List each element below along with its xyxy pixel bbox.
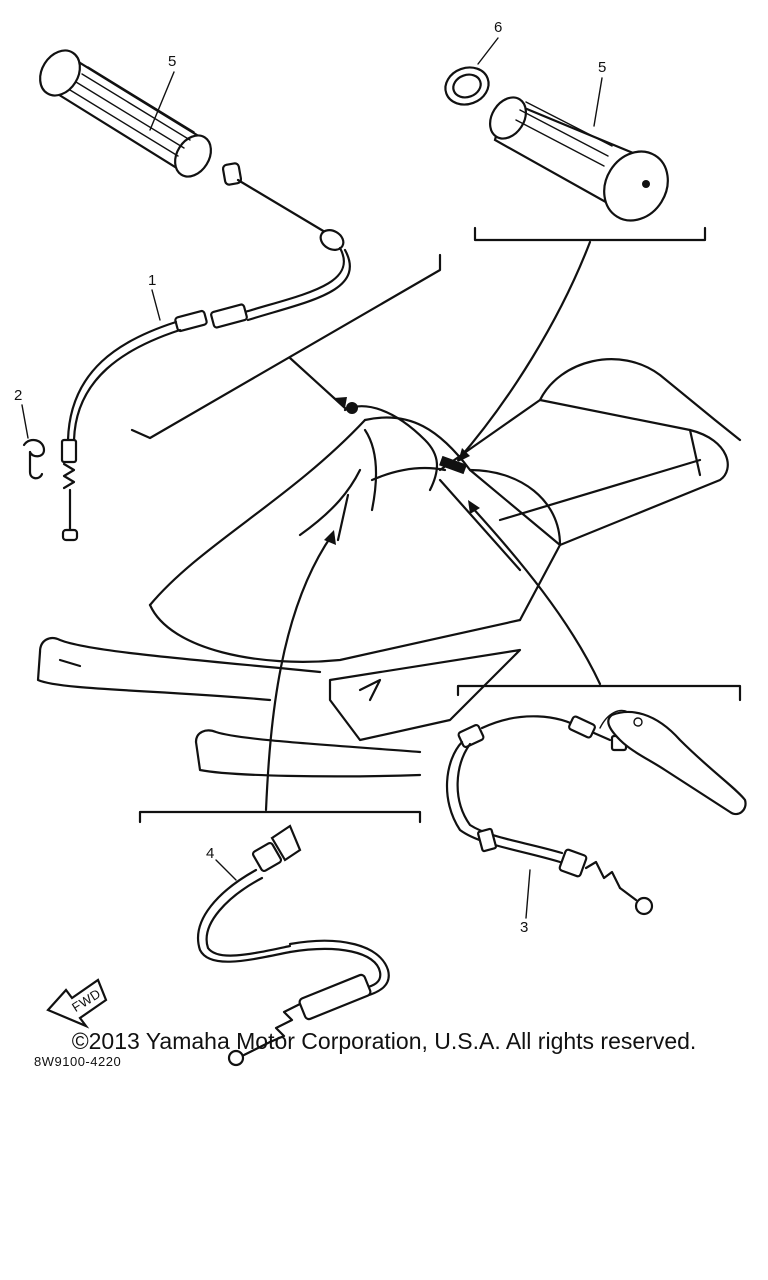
callout-labels: 5 6 5 1 2 4 3 xyxy=(14,19,606,936)
callout-part-5-right: 5 xyxy=(598,59,606,76)
left-inset-bracket xyxy=(130,253,442,440)
left-handlebar-grip[interactable] xyxy=(32,43,218,183)
cable-clip[interactable] xyxy=(22,438,46,480)
brake-inset-bracket xyxy=(456,500,742,702)
front-ski-left xyxy=(36,636,322,702)
callout-part-3: 3 xyxy=(520,919,528,936)
brake-cable[interactable] xyxy=(445,715,654,916)
choke-cable[interactable] xyxy=(197,824,390,1067)
throttle-cable[interactable] xyxy=(60,162,351,542)
choke-inset-bracket xyxy=(138,530,422,824)
callout-part-6: 6 xyxy=(494,19,502,36)
copyright-notice: ©2013 Yamaha Motor Corporation, U.S.A. A… xyxy=(71,1028,697,1054)
parts-diagram: FWD 5 6 5 1 2 4 3 8W9100-4220 xyxy=(14,19,747,1069)
callout-part-1: 1 xyxy=(148,272,156,289)
right-handlebar-grip[interactable] xyxy=(483,91,681,233)
grip-end-ring[interactable] xyxy=(440,62,494,111)
brake-lever[interactable] xyxy=(599,709,747,816)
front-ski-right xyxy=(194,729,422,778)
front-direction-marker: FWD xyxy=(46,978,108,1029)
snowmobile-body xyxy=(148,358,742,742)
callout-part-5-left: 5 xyxy=(168,53,176,70)
callout-part-2: 2 xyxy=(14,387,22,404)
right-inset-bracket xyxy=(456,226,707,462)
callout-part-4: 4 xyxy=(206,845,214,862)
diagram-code: 8W9100-4220 xyxy=(34,1054,121,1069)
